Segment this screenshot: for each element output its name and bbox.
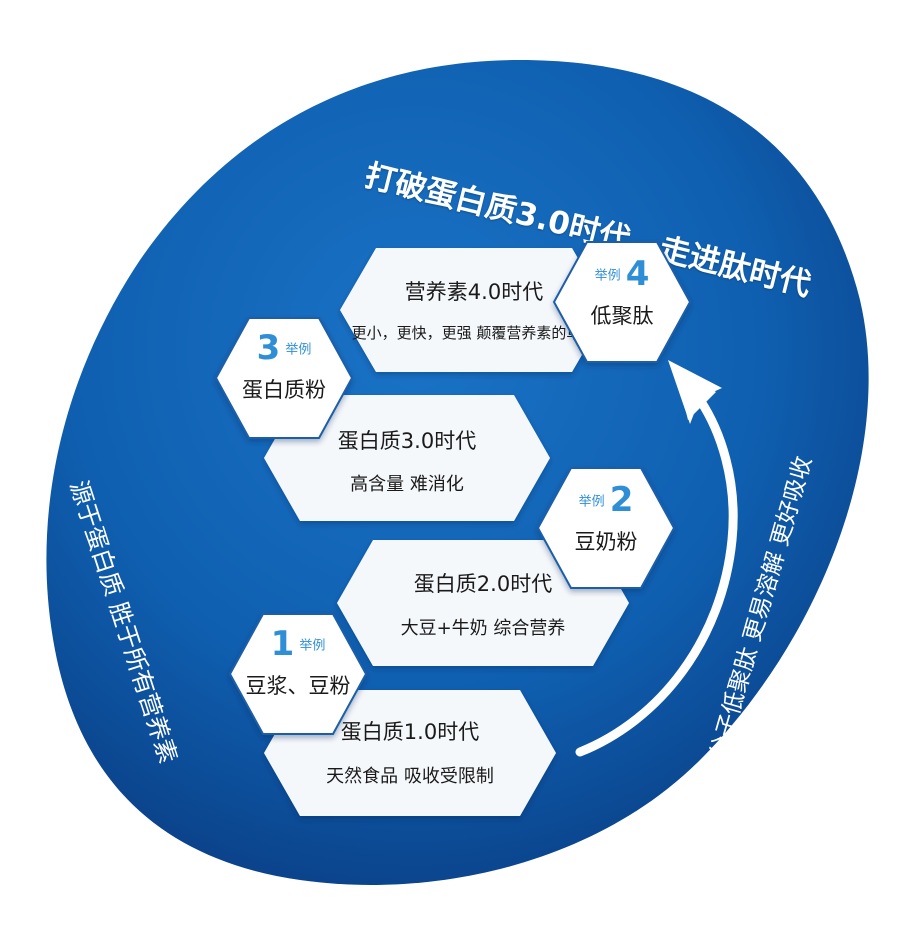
example-badge-2-hexagon <box>536 467 676 589</box>
era-card-4: 营养素4.0时代 更小，更快，更强 颠覆营养素的革命 <box>338 246 610 374</box>
example-tag-4: 举例 <box>594 268 621 284</box>
era-subtitle-2: 大豆+牛奶 综合营养 <box>400 618 566 639</box>
era-card-2-shape <box>337 540 629 666</box>
example-badge-4-header: 举例 4 <box>552 254 692 294</box>
era-subtitle-1: 天然食品 吸收受限制 <box>326 766 494 787</box>
example-badge-1-header: 1 举例 <box>228 624 368 664</box>
example-number-1: 1 <box>270 624 295 664</box>
example-badge-1-hexagon <box>228 613 368 735</box>
era-title-3: 蛋白质3.0时代 <box>337 429 477 453</box>
example-badge-4: 举例 4 低聚肽 <box>552 240 692 364</box>
era-subtitle-4: 更小，更快，更强 颠覆营养素的革命 <box>351 324 597 342</box>
example-badge-3-hexagon <box>214 317 354 439</box>
example-badge-3-header: 3 举例 <box>214 328 354 368</box>
example-badge-4-hexagon <box>552 241 692 363</box>
example-number-3: 3 <box>256 328 281 368</box>
example-name-4: 低聚肽 <box>590 304 654 328</box>
era-card-4-shape <box>340 248 608 372</box>
example-tag-2: 举例 <box>578 494 605 510</box>
up-arrow-icon <box>575 360 738 757</box>
example-tag-1: 举例 <box>299 638 326 654</box>
example-badge-1: 1 举例 豆浆、豆粉 <box>228 612 368 736</box>
era-title-4: 营养素4.0时代 <box>404 280 544 304</box>
era-title-2: 蛋白质2.0时代 <box>413 572 553 596</box>
era-card-3: 蛋白质3.0时代 高含量 难消化 <box>262 393 552 523</box>
example-badge-3: 3 举例 蛋白质粉 <box>214 316 354 440</box>
era-subtitle-3: 高含量 难消化 <box>350 474 464 495</box>
era-card-3-shape <box>264 395 550 521</box>
example-name-3: 蛋白质粉 <box>242 378 326 402</box>
example-tag-3: 举例 <box>285 342 312 358</box>
era-title-1: 蛋白质1.0时代 <box>340 720 480 744</box>
era-card-2: 蛋白质2.0时代 大豆+牛奶 综合营养 <box>335 538 631 668</box>
example-badge-2: 举例 2 豆奶粉 <box>536 466 676 590</box>
example-number-2: 2 <box>609 480 634 520</box>
example-name-1: 豆浆、豆粉 <box>245 674 351 698</box>
example-name-2: 豆奶粉 <box>574 530 638 554</box>
example-number-4: 4 <box>625 254 650 294</box>
example-badge-2-header: 举例 2 <box>536 480 676 520</box>
